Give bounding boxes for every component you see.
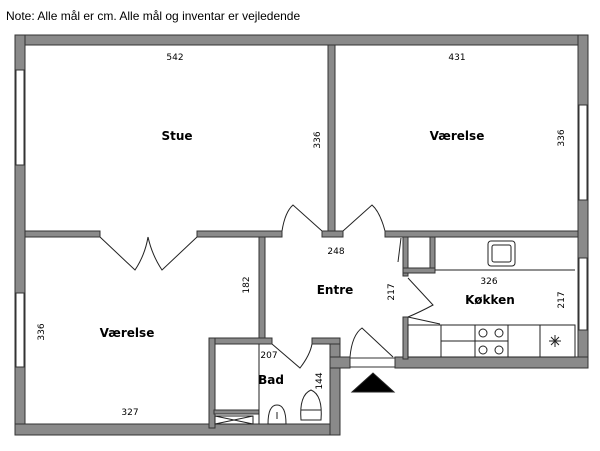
stue-width: 542 [166,53,183,63]
door-closet [397,237,402,263]
entre-width: 248 [327,247,344,257]
washbasin-icon [267,404,287,425]
window-vaerelse-1 [578,104,588,201]
door-stue [281,204,323,232]
vaerelse-1-label: Værelse [430,129,485,143]
window-stue [15,69,25,166]
entre-label: Entre [317,283,354,297]
bad-width: 207 [260,351,277,361]
stue-depth: 336 [313,131,323,148]
stue-label: Stue [161,129,192,143]
entrance-threshold [349,357,396,368]
plan-note: Note: Alle mål er cm. Alle mål og invent… [6,9,301,23]
vaerelse-2-side: 182 [242,276,252,293]
fixtures [214,240,576,425]
toilet-icon [300,389,322,421]
entrance-door [349,327,394,358]
window-koekken [578,257,588,331]
koekken-label: Køkken [465,293,515,307]
koekken-depth: 217 [557,291,567,308]
entre-depth: 217 [387,283,397,300]
koekken-width: 326 [480,277,497,287]
vaerelse-2-label: Værelse [100,326,155,340]
double-door-vaerelse [99,236,198,271]
bad-depth: 144 [315,372,325,389]
extractor-icon [549,335,561,347]
vaerelse-1-depth: 336 [557,129,567,146]
bad-label: Bad [258,373,284,387]
door-bad [271,343,313,369]
door-koekken [407,277,434,318]
lower-counter [407,324,576,358]
entrance-arrow-icon [350,372,396,393]
vaerelse-2-depth: 336 [37,323,47,340]
sink-icon [487,240,516,267]
outer-walls [14,34,589,436]
windows [15,69,588,368]
interior-walls [24,44,579,429]
labels: 542 Stue 336 431 Værelse 336 182 336 Vær… [37,53,567,418]
window-vaerelse-2 [15,292,25,368]
stove-icon [478,328,504,355]
radiator [214,415,254,425]
vaerelse-1-width: 431 [448,53,465,63]
doors [99,204,441,424]
door-vaerelse-1 [342,204,386,232]
vaerelse-2-width: 327 [121,408,138,418]
